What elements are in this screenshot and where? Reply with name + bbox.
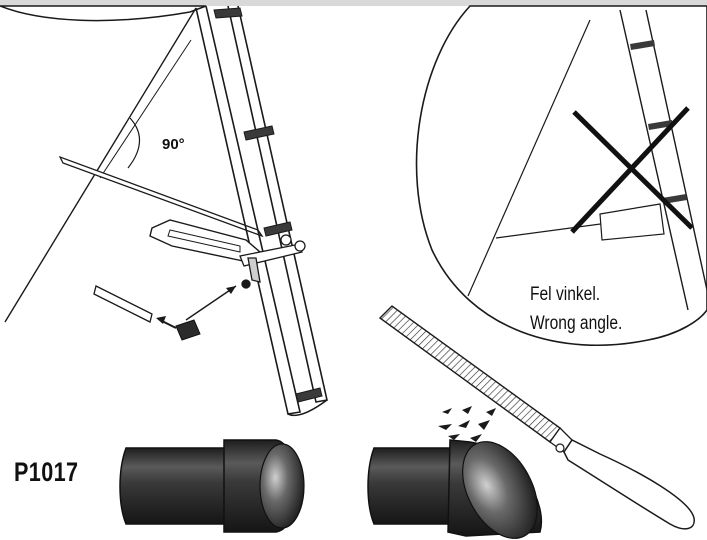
ladder-steps bbox=[213, 7, 323, 403]
hull-curve bbox=[0, 5, 207, 22]
detail-rail-right bbox=[645, 9, 707, 291]
angle-arc bbox=[127, 117, 141, 169]
small-end-cap bbox=[175, 319, 201, 341]
wrong-angle-caption: Fel vinkel. Wrong angle. bbox=[530, 280, 622, 338]
ladder-bracket-inner bbox=[167, 229, 241, 253]
wrong-angle-swedish: Fel vinkel. bbox=[530, 284, 601, 305]
cross-icon bbox=[570, 106, 694, 234]
insertion-arrow-head bbox=[226, 286, 236, 294]
angle-label: 90° bbox=[162, 136, 185, 153]
insertion-arrow bbox=[185, 285, 237, 321]
detail-rail-left bbox=[619, 9, 689, 311]
detail-bracket bbox=[599, 203, 665, 241]
detail-circle bbox=[415, 5, 707, 346]
end-cap-filed bbox=[367, 439, 543, 539]
wrong-angle-english: Wrong angle. bbox=[530, 313, 623, 334]
top-band bbox=[0, 0, 707, 6]
platform-board bbox=[58, 155, 264, 238]
part-number: P1017 bbox=[14, 457, 79, 487]
end-cap-intact bbox=[119, 439, 305, 533]
ladder-rail-right bbox=[227, 5, 328, 403]
file-tool bbox=[378, 305, 695, 530]
filing-shards bbox=[438, 406, 496, 442]
hinge-hardware bbox=[239, 234, 306, 289]
rod bbox=[93, 285, 153, 323]
transom-line-inner bbox=[99, 39, 192, 179]
cap-arrow-head bbox=[156, 316, 166, 324]
detail-transom bbox=[467, 19, 591, 297]
transom-line bbox=[4, 7, 197, 323]
ladder-rail-left bbox=[195, 5, 301, 415]
ladder-bottom bbox=[287, 399, 328, 417]
